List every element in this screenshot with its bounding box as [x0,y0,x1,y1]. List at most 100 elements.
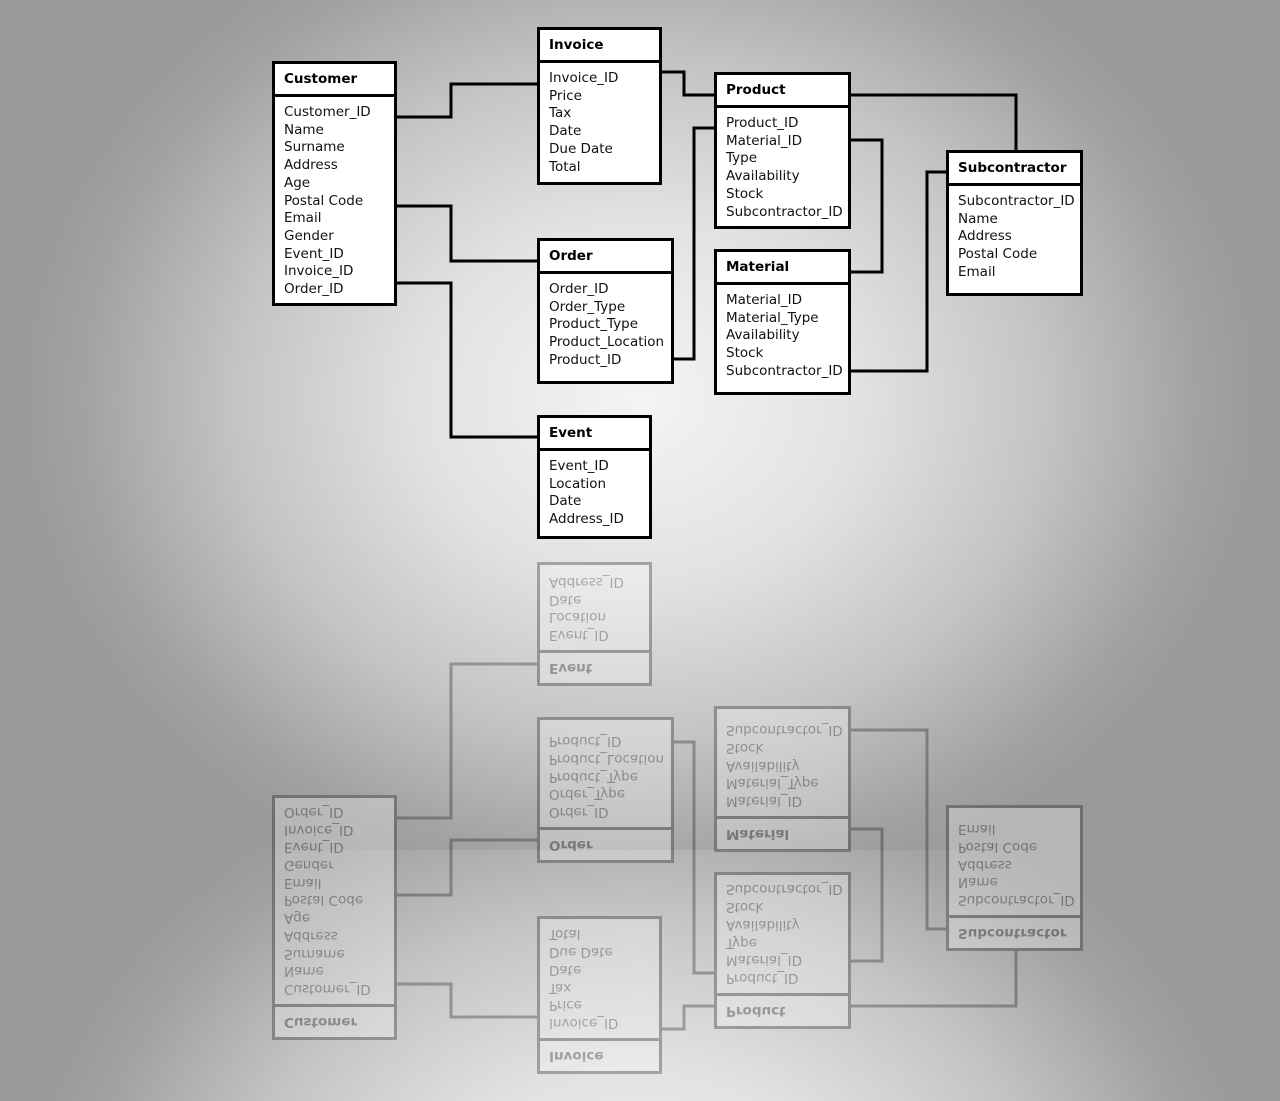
field: Due Date [549,944,613,961]
field-list: Invoice_ID Price Tax Date Due Date Total [540,925,659,1038]
field-list: Subcontractor_ID Name Address Postal Cod… [949,186,1080,282]
field: Availability [726,327,800,344]
field: Date [549,493,582,510]
field: Postal Code [284,892,364,909]
field: Order_Type [549,786,626,803]
field-list: Order_ID Order_Type Product_Type Product… [540,274,671,370]
entity-invoice[interactable]: Invoice Invoice_ID Price Tax Date Due Da… [537,27,662,185]
entity-title: Event [540,650,649,683]
link-invoice-product [661,70,716,97]
field: Product_ID [726,115,799,131]
field-list: Material_ID Material_Type Availability S… [717,720,848,816]
field: Event_ID [284,839,344,856]
link-order-product [673,126,716,361]
entity-title: Event [540,418,649,451]
link-customer-order [396,204,539,263]
field: Price [549,87,582,104]
entity-title: Invoice [540,30,659,63]
field: Order_ID [284,803,344,820]
field: Product_Location [549,750,665,767]
relationship-lines [396,662,1018,1031]
field: Stock [726,899,764,916]
field: Order_ID [549,281,609,297]
field: Customer_ID [284,104,371,120]
entity-product[interactable]: Product Product_ID Material_ID Type Avai… [714,72,851,229]
field: Subcontractor_ID [958,892,1075,908]
field: Email [958,263,996,280]
field: Product_Location [549,334,665,351]
field: Price [549,997,582,1014]
entity-title: Subcontractor [949,153,1080,186]
field: Product_Type [549,768,639,785]
field: Address [958,856,1012,873]
field: Address [284,927,338,944]
diagram-reflection: Customer Customer_ID Name Surname Addres… [0,551,1280,1101]
field: Age [284,910,311,927]
field: Subcontractor_ID [726,203,843,220]
field: Invoice_ID [284,263,354,280]
field: Product_Type [549,316,639,333]
field: Material_ID [726,132,802,149]
field: Name [284,121,324,138]
field: Postal Code [284,192,364,209]
field: Due Date [549,140,613,157]
entity-customer: Customer Customer_ID Name Surname Addres… [272,795,397,1040]
field: Total [549,158,581,175]
field: Gender [284,227,334,244]
field-list: Event_ID Location Date Address_ID [540,572,649,650]
entity-product: Product Product_ID Material_ID Type Avai… [714,872,851,1029]
field: Tax [549,979,572,996]
entity-material[interactable]: Material Material_ID Material_Type Avail… [714,249,851,395]
link-customer-event [396,281,539,439]
field: Surname [284,139,345,156]
link-product-material [850,827,884,963]
entity-title: Subcontractor [949,915,1080,948]
field: Location [549,609,607,626]
link-invoice-product [661,1004,716,1031]
field: Email [958,821,996,838]
link-order-product [673,740,716,975]
entity-order[interactable]: Order Order_ID Order_Type Product_Type P… [537,238,674,384]
entity-event[interactable]: Event Event_ID Location Date Address_ID [537,415,652,539]
link-material-subcontractor [850,170,948,373]
field-list: Invoice_ID Price Tax Date Due Date Total [540,63,659,176]
field: Gender [284,857,334,874]
field: Total [549,926,581,943]
field: Order_Type [549,298,626,315]
link-customer-invoice [396,982,539,1019]
entity-title: Material [717,816,848,849]
entity-material: Material Material_ID Material_Type Avail… [714,706,851,852]
field: Name [958,210,998,227]
field: Stock [726,185,764,202]
entity-title: Product [717,993,848,1026]
field-list: Order_ID Order_Type Product_Type Product… [540,731,671,827]
field-list: Material_ID Material_Type Availability S… [717,285,848,381]
entity-title: Material [717,252,848,285]
field-list: Product_ID Material_ID Type Availability… [717,880,848,993]
entity-title: Invoice [540,1038,659,1071]
entity-subcontractor[interactable]: Subcontractor Subcontractor_ID Name Addr… [946,150,1083,296]
field: Email [284,874,322,891]
er-diagram: Customer Customer_ID Name Surname Addres… [0,0,1280,550]
field: Order_ID [549,804,609,820]
field: Type [726,150,758,167]
link-product-subcontractor [850,950,1018,1008]
field: Address_ID [549,573,624,590]
field: Customer_ID [284,981,371,997]
field-list: Customer_ID Name Surname Address Age Pos… [275,97,394,299]
field: Address [284,157,338,174]
entity-subcontractor: Subcontractor Subcontractor_ID Name Addr… [946,805,1083,951]
field: Material_Type [726,309,819,326]
relationship-lines [396,70,1018,439]
field: Surname [284,945,345,962]
field: Availability [726,168,800,185]
link-material-subcontractor [850,728,948,931]
link-customer-event [396,662,539,820]
entity-customer[interactable]: Customer Customer_ID Name Surname Addres… [272,61,397,306]
field: Name [284,963,324,980]
field: Type [726,934,758,951]
field-list: Customer_ID Name Surname Address Age Pos… [275,802,394,1004]
diagram-reflection-copy: Customer Customer_ID Name Surname Addres… [0,551,1280,1101]
field: Subcontractor_ID [958,193,1075,209]
field: Date [549,123,582,140]
